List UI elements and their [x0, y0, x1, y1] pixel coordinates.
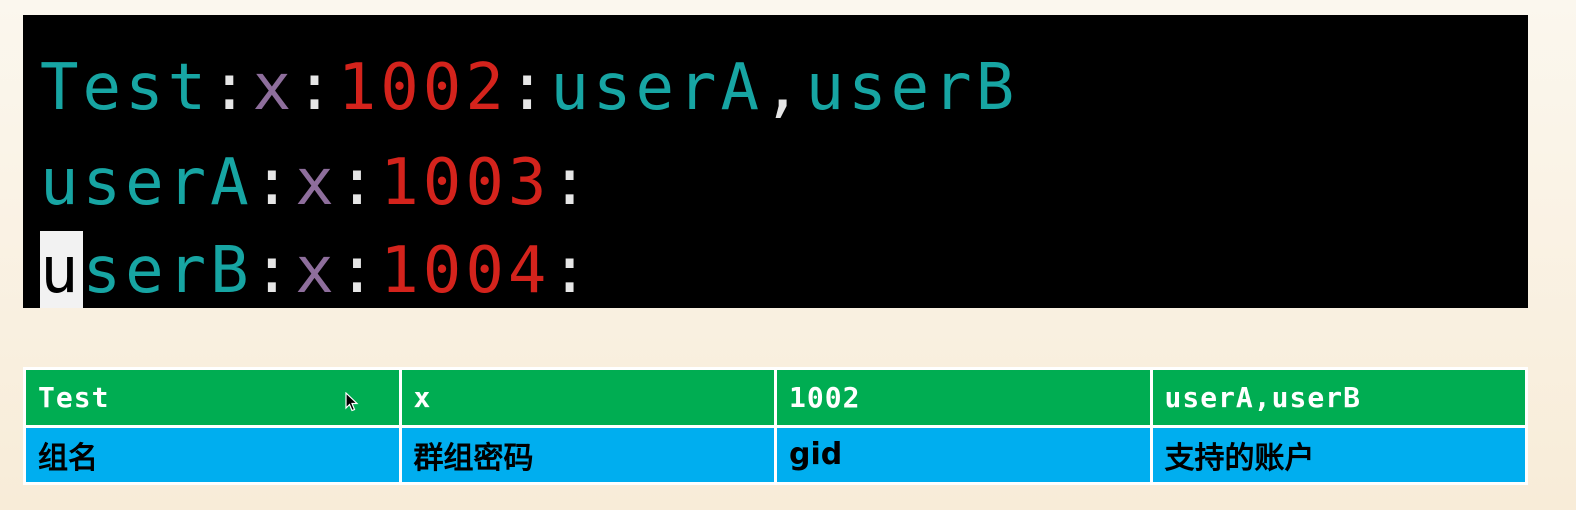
group-name-text: serB [82, 234, 253, 308]
table-cell-members-desc: 支持的账户 [1149, 424, 1528, 485]
gid-text: 1003 [380, 146, 551, 220]
table-cell-gid: 1002 [774, 367, 1153, 428]
separator-colon: : [550, 234, 593, 308]
table-cell-password: x [398, 367, 777, 428]
table-cell-gid-desc: gid [774, 424, 1153, 485]
member-name-text: userA [550, 51, 764, 125]
member-name-text: userB [805, 51, 1019, 125]
mouse-pointer-icon [345, 392, 359, 412]
separator-colon: : [337, 146, 381, 220]
table-cell-members: userA,userB [1149, 367, 1528, 428]
separator-colon: : [550, 146, 593, 220]
table-cell-group-name-desc: 组名 [23, 424, 402, 485]
table-header-row: Test x 1002 userA,userB [23, 367, 1528, 428]
password-placeholder-text: x [295, 234, 338, 308]
separator-colon: : [337, 234, 381, 308]
text-cursor: u [40, 231, 83, 308]
table-description-row: 组名 群组密码 gid 支持的账户 [23, 424, 1528, 485]
separator-colon: : [210, 51, 253, 125]
terminal-line-group-userb: userB:x:1004: [40, 231, 593, 308]
group-fields-table: Test x 1002 userA,userB 组名 群组密码 gid 支持的账… [23, 367, 1528, 485]
group-name-text: Test [40, 51, 211, 125]
password-placeholder-text: x [252, 51, 296, 125]
separator-colon: : [252, 234, 296, 308]
gid-text: 1004 [380, 234, 551, 308]
separator-comma: , [763, 51, 806, 125]
table-cell-password-desc: 群组密码 [398, 424, 777, 485]
separator-colon: : [295, 51, 338, 125]
terminal-window[interactable]: Test:x:1002:userA,userB userA:x:1003: us… [23, 15, 1528, 308]
separator-colon: : [252, 146, 296, 220]
terminal-line-group-test: Test:x:1002:userA,userB [40, 48, 1018, 128]
separator-colon: : [507, 51, 551, 125]
table-cell-group-name: Test [23, 367, 402, 428]
gid-text: 1002 [337, 51, 508, 125]
group-name-text: userA [40, 146, 253, 220]
terminal-line-group-usera: userA:x:1003: [40, 143, 593, 223]
password-placeholder-text: x [295, 146, 338, 220]
